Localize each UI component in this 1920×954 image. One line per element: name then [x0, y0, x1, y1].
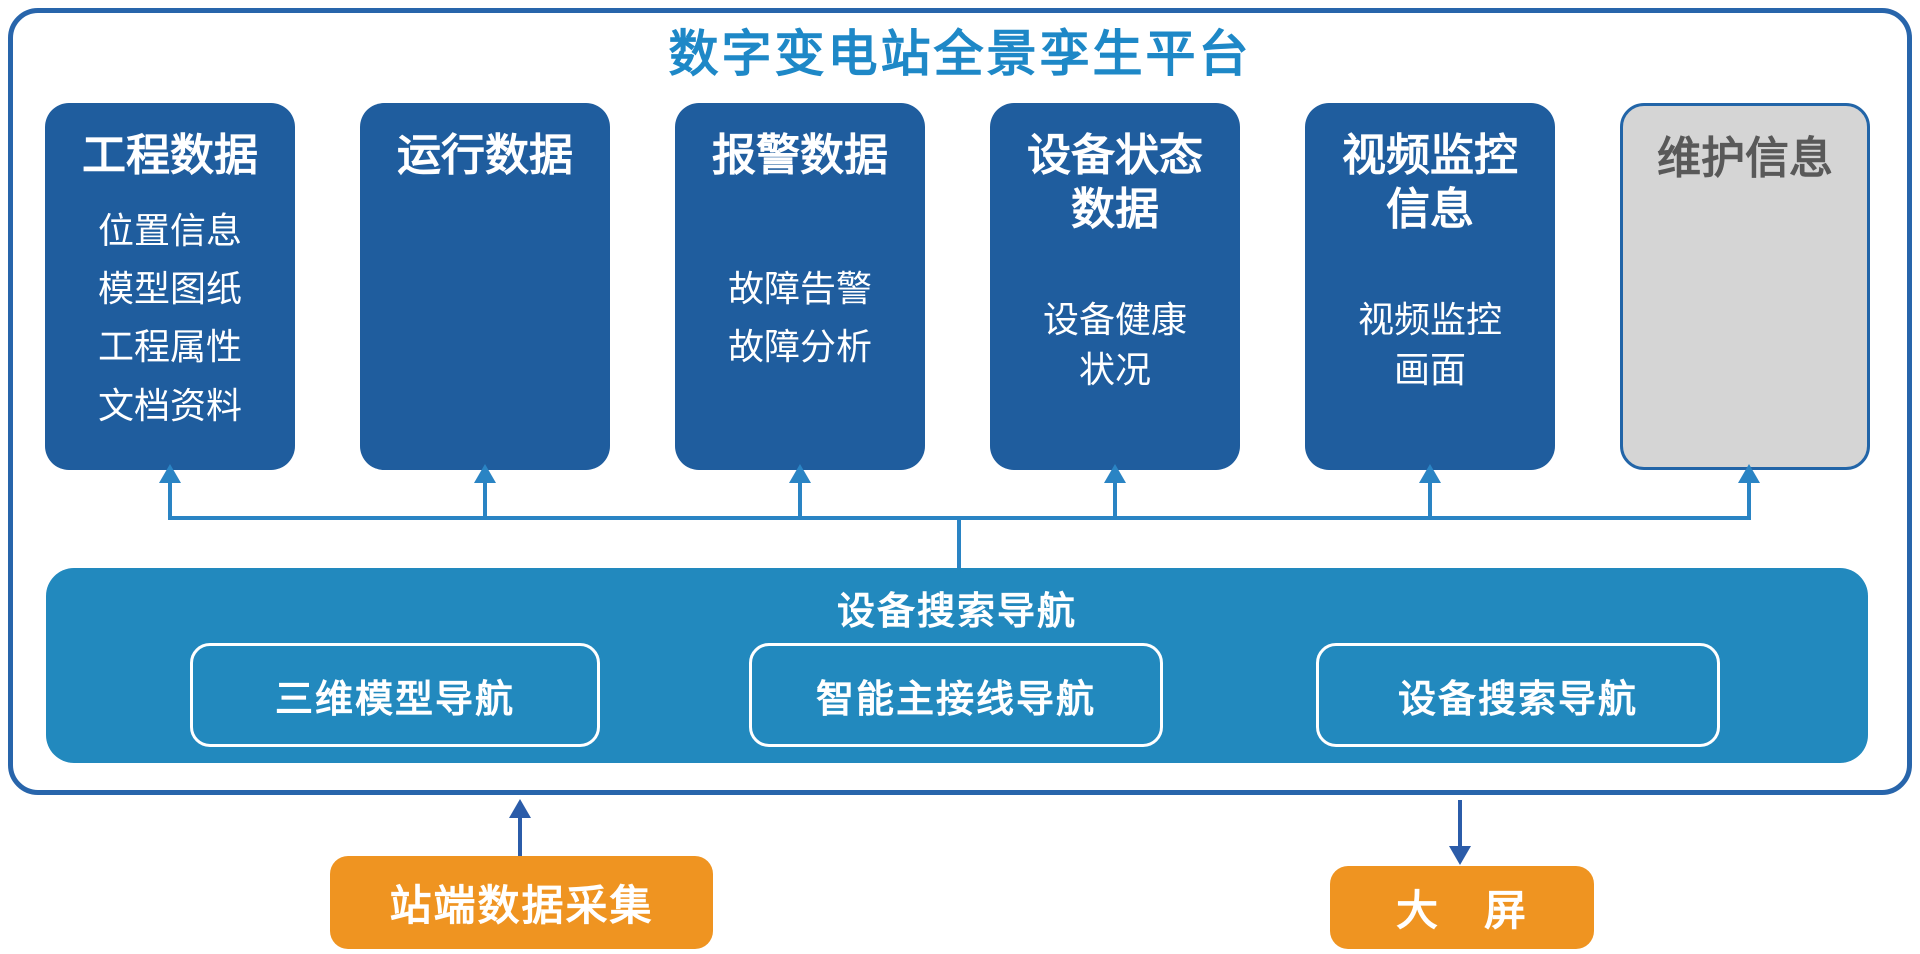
- arrowhead-up-icon: [474, 464, 496, 483]
- card-device-status-data: 设备状态 数据 设备健康 状况: [990, 103, 1240, 470]
- card-items: 位置信息 模型图纸 工程属性 文档资料: [45, 183, 295, 470]
- arrow-stem: [483, 483, 487, 518]
- arrowhead-up-icon: [509, 799, 531, 818]
- up-arrow-operation-data: [474, 464, 496, 518]
- card-title: 运行数据: [397, 130, 573, 181]
- card-item: 视频监控 画面: [1357, 299, 1502, 392]
- card-title: 设备状态 数据: [1027, 130, 1203, 235]
- nav-bar-title: 设备搜索导航: [836, 589, 1077, 633]
- page-title: 数字变电站全景孪生平台: [668, 25, 1252, 83]
- up-arrow-device-status-data: [1104, 464, 1126, 518]
- card-title: 视频监控 信息: [1342, 130, 1518, 235]
- nav-button-3d-model: 三维模型导航: [190, 643, 600, 747]
- card-maintenance-info: 维护信息: [1620, 103, 1870, 470]
- card-title: 报警数据: [712, 130, 888, 181]
- arrowhead-down-icon: [1449, 846, 1471, 865]
- up-arrow-engineering-data: [159, 464, 181, 518]
- card-items: 设备健康 状况: [990, 236, 1240, 470]
- arrow-stem: [1113, 483, 1117, 518]
- big-screen-box: 大 屏: [1330, 866, 1594, 949]
- card-engineering-data: 工程数据 位置信息 模型图纸 工程属性 文档资料: [45, 103, 295, 470]
- arrow-big-screen-down: [1449, 800, 1471, 865]
- up-arrow-alarm-data: [789, 464, 811, 518]
- card-items: 故障告警 故障分析: [675, 183, 925, 470]
- card-item: 故障告警: [727, 268, 872, 310]
- card-item: 位置信息: [97, 210, 242, 252]
- card-operation-data: 运行数据: [360, 103, 610, 470]
- arrowhead-up-icon: [1419, 464, 1441, 483]
- arrowhead-up-icon: [159, 464, 181, 483]
- arrow-stem: [1428, 483, 1432, 518]
- card-title: 工程数据: [82, 130, 258, 181]
- card-item: 设备健康 状况: [1042, 299, 1187, 392]
- arrow-stem: [1747, 483, 1751, 518]
- up-arrow-video-monitoring-info: [1419, 464, 1441, 518]
- card-items: 视频监控 画面: [1305, 236, 1555, 470]
- arrowhead-up-icon: [789, 464, 811, 483]
- card-alarm-data: 报警数据 故障告警 故障分析: [675, 103, 925, 470]
- device-search-nav-bar: 设备搜索导航 三维模型导航 智能主接线导航 设备搜索导航: [46, 568, 1868, 763]
- card-item: 模型图纸: [97, 268, 242, 310]
- connector-horizontal-line: [168, 516, 1751, 520]
- card-item: 文档资料: [97, 385, 242, 427]
- arrowhead-up-icon: [1104, 464, 1126, 483]
- card-item: 故障分析: [727, 327, 872, 369]
- arrowhead-up-icon: [1738, 464, 1760, 483]
- card-item: 工程属性: [97, 327, 242, 369]
- card-title: 维护信息: [1657, 133, 1833, 184]
- station-data-collection-box: 站端数据采集: [330, 856, 713, 949]
- nav-button-device-search: 设备搜索导航: [1316, 643, 1720, 747]
- card-items: [360, 183, 610, 470]
- card-video-monitoring-info: 视频监控 信息 视频监控 画面: [1305, 103, 1555, 470]
- card-items: [1623, 186, 1867, 467]
- arrow-stem: [798, 483, 802, 518]
- arrow-stem: [168, 483, 172, 518]
- up-arrow-maintenance-info: [1738, 464, 1760, 518]
- connector-vertical-trunk: [957, 519, 961, 570]
- arrow-stem: [1458, 800, 1462, 846]
- arrow-stem: [518, 818, 522, 856]
- nav-button-main-wiring: 智能主接线导航: [749, 643, 1163, 747]
- arrow-station-data-up: [509, 799, 531, 856]
